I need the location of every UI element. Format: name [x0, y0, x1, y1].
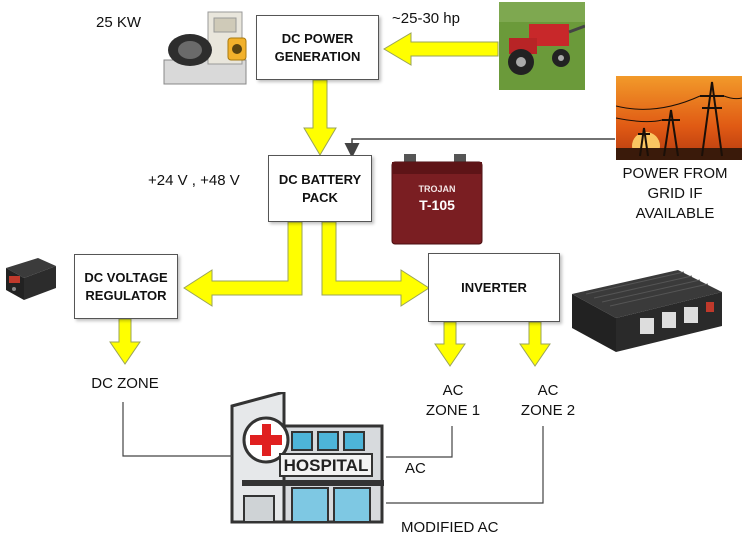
- arrow-engine-to-generation: [383, 32, 499, 66]
- battery-brand-text: TROJAN: [418, 184, 455, 194]
- arrow-grid-to-battery: [344, 138, 615, 158]
- node-dc-voltage-regulator: DC VOLTAGE REGULATOR: [74, 254, 178, 319]
- dc-regulator-image: [6, 258, 56, 300]
- power-grid-image: [616, 76, 742, 160]
- line-ac-zone-2-to-hospital: [386, 426, 544, 504]
- arrow-regulator-to-dc-zone: [109, 318, 141, 365]
- line-dc-zone-to-hospital: [122, 402, 232, 457]
- battery-model-text: T-105: [419, 197, 455, 213]
- label-modified-ac-line: MODIFIED AC: [401, 519, 499, 536]
- node-inverter-label: INVERTER: [461, 279, 527, 295]
- label-grid-power: POWER FROM GRID IF AVAILABLE: [622, 165, 728, 222]
- node-dc-power-generation-label: DC POWER GENERATION: [274, 30, 361, 64]
- hospital-image: HOSPITAL: [230, 392, 384, 524]
- line-ac-zone-1-to-hospital: [386, 426, 453, 458]
- label-ac-zone-1: AC ZONE 1: [425, 382, 481, 419]
- arrow-battery-to-inverter: [321, 221, 430, 307]
- battery-image: TROJAN T-105: [391, 154, 483, 245]
- label-battery-voltage: +24 V , +48 V: [148, 172, 240, 189]
- label-engine-power: ~25-30 hp: [392, 10, 460, 27]
- node-dc-battery-pack: DC BATTERY PACK: [268, 155, 372, 222]
- label-dc-zone: DC ZONE: [91, 375, 159, 392]
- arrow-generation-to-battery: [303, 79, 337, 156]
- inverter-image: [572, 270, 722, 352]
- label-generator-power: 25 KW: [96, 14, 142, 31]
- hospital-sign-text: HOSPITAL: [284, 456, 369, 475]
- node-inverter: INVERTER: [428, 253, 560, 322]
- node-dc-power-generation: DC POWER GENERATION: [256, 15, 379, 80]
- arrow-battery-to-regulator: [183, 221, 303, 307]
- node-dc-voltage-regulator-label: DC VOLTAGE REGULATOR: [84, 269, 168, 303]
- arrow-inverter-to-ac-zone-2: [519, 321, 551, 367]
- engine-image: [499, 2, 585, 90]
- node-dc-battery-pack-label: DC BATTERY PACK: [278, 171, 362, 205]
- generator-image: [163, 11, 247, 85]
- label-ac-zone-2: AC ZONE 2: [520, 382, 576, 419]
- arrow-inverter-to-ac-zone-1: [434, 321, 466, 367]
- label-ac-line: AC: [405, 460, 426, 477]
